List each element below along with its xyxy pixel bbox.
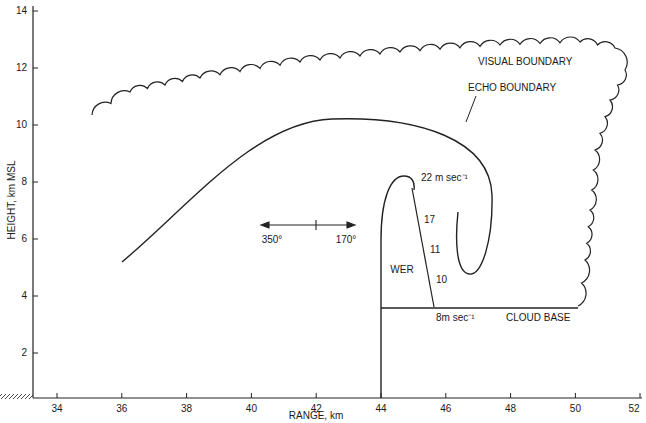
- axis-tick-label: 6: [21, 234, 27, 244]
- axis-tick-label: 34: [51, 404, 62, 414]
- tick-mark: [33, 353, 38, 354]
- axis-tick-label: 36: [116, 404, 127, 414]
- tick-mark: [510, 393, 511, 398]
- direction-label: 170°: [336, 235, 357, 245]
- boundary-label: VISUAL BOUNDARY: [478, 57, 572, 67]
- tick-mark: [445, 393, 446, 398]
- tick-mark: [575, 393, 576, 398]
- tick-mark: [33, 182, 38, 183]
- tick-mark: [33, 239, 38, 240]
- axis-title: HEIGHT, km MSL: [7, 161, 17, 240]
- velocity-label: 8m sec⁻¹: [436, 313, 475, 323]
- axis-tick-label: 2: [21, 348, 27, 358]
- visual-boundary-outline: [92, 37, 627, 306]
- tick-mark: [33, 296, 38, 297]
- axis-tick-label: 52: [628, 404, 639, 414]
- wind-direction-arrow: [261, 220, 355, 230]
- axis-tick-label: 14: [16, 6, 27, 16]
- leader-line: [466, 96, 476, 122]
- axis-ticks: [33, 11, 640, 398]
- axis-tick-label: 12: [16, 63, 27, 73]
- axis-tick-label: 10: [16, 120, 27, 130]
- axis-title: RANGE, km: [289, 411, 343, 421]
- axis-tick-label: 44: [375, 404, 386, 414]
- axis-tick-label: 40: [246, 404, 257, 414]
- wer-outline: [381, 176, 414, 398]
- tick-mark: [121, 393, 122, 398]
- velocity-label: 17: [424, 215, 435, 225]
- tick-mark: [33, 68, 38, 69]
- axis-tick-label: 46: [440, 404, 451, 414]
- direction-label: 350°: [262, 235, 283, 245]
- tick-mark: [316, 393, 317, 398]
- axis-tick-label: 48: [505, 404, 516, 414]
- velocity-label: 22 m sec⁻¹: [420, 173, 469, 183]
- velocity-label: 10: [436, 275, 447, 285]
- axis-tick-label: 50: [570, 404, 581, 414]
- echo-boundary-outline: [122, 119, 492, 274]
- tick-mark: [33, 125, 38, 126]
- tick-mark: [251, 393, 252, 398]
- region-label: WER: [390, 265, 413, 275]
- axis-tick-label: 4: [21, 291, 27, 301]
- ground-hatch: [0, 394, 33, 399]
- cloud-base-label: CLOUD BASE: [506, 313, 570, 323]
- velocity-label: 11: [430, 245, 440, 255]
- cloud-base-line: [381, 307, 578, 308]
- tick-mark: [33, 11, 38, 12]
- tick-mark: [640, 393, 641, 398]
- tick-mark: [186, 393, 187, 398]
- axes: [33, 6, 642, 398]
- boundary-label: ECHO BOUNDARY: [468, 83, 556, 93]
- tick-mark: [57, 393, 58, 398]
- axis-tick-label: 38: [181, 404, 192, 414]
- axis-tick-label: 8: [21, 177, 27, 187]
